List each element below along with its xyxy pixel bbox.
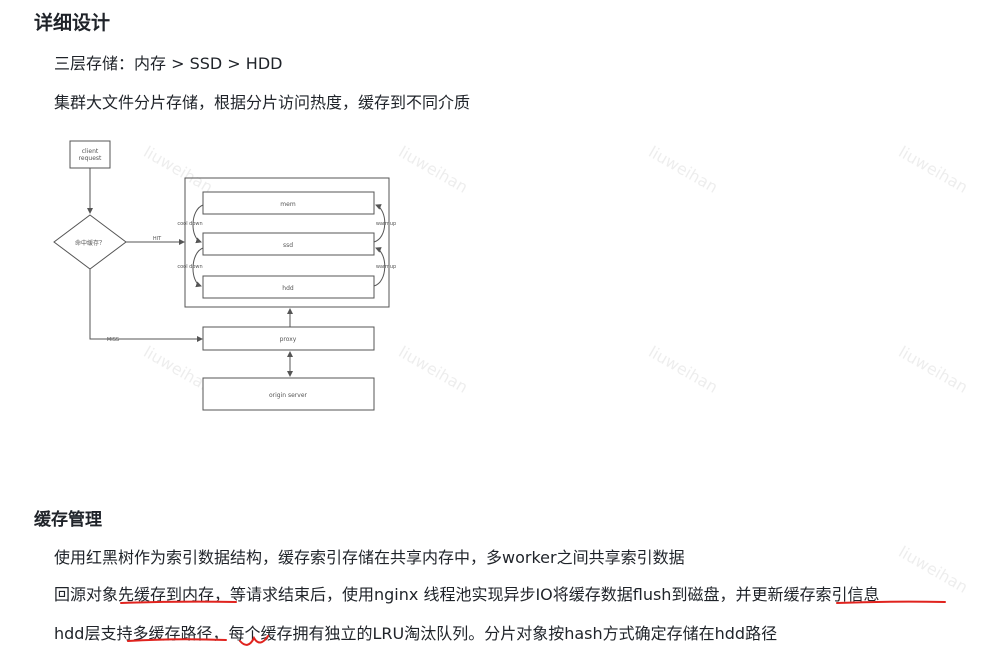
- section-title-cache-management: 缓存管理: [34, 510, 102, 530]
- mem-label: mem: [280, 201, 296, 208]
- ssd-tier-box: [202, 232, 375, 256]
- mem-tier-box: [202, 191, 375, 215]
- section-title-design: 详细设计: [34, 12, 111, 34]
- cool-down-label-2: cool down: [177, 264, 202, 270]
- client-label-line1: client: [82, 148, 99, 155]
- sharding-text: 集群大文件分片存储，根据分片访问热度，缓存到不同介质: [54, 93, 471, 112]
- warmup-label-2: warmup: [376, 264, 396, 270]
- hdd-tier-box: [202, 275, 375, 299]
- origin-server-label: origin server: [269, 392, 308, 399]
- cache-tiers-container: [184, 177, 390, 308]
- client-request-box: [69, 140, 111, 169]
- storage-tiers-text: 三层存储：内存 > SSD > HDD: [54, 54, 283, 73]
- proxy-label: proxy: [280, 336, 297, 343]
- cool-down-label-1: cool down: [177, 221, 202, 227]
- rbtree-index-text: 使用红黑树作为索引数据结构，缓存索引存储在共享内存中，多worker之间共享索引…: [54, 548, 685, 567]
- hdd-multipath-text: hdd层支持多缓存路径，每个缓存拥有独立的LRU淘汰队列。分片对象按hash方式…: [54, 624, 778, 643]
- decision-label: 命中缓存？: [75, 239, 105, 247]
- client-label-line2: request: [79, 155, 102, 162]
- origin-server-box: [202, 377, 375, 411]
- proxy-box: [202, 326, 375, 351]
- warmup-label-1: warmup: [376, 221, 396, 227]
- hdd-label: hdd: [282, 285, 294, 292]
- watermark: liuweihan: [895, 542, 972, 597]
- miss-label: MISS: [107, 337, 119, 343]
- flush-to-disk-text: 回源对象先缓存到内存，等请求结束后，使用nginx 线程池实现异步IO将缓存数据…: [54, 585, 880, 604]
- cache-architecture-diagram: client request 命中缓存？ HIT MISS mem ssd hd…: [53, 140, 396, 411]
- hit-label: HIT: [153, 236, 162, 242]
- ssd-label: ssd: [283, 242, 293, 249]
